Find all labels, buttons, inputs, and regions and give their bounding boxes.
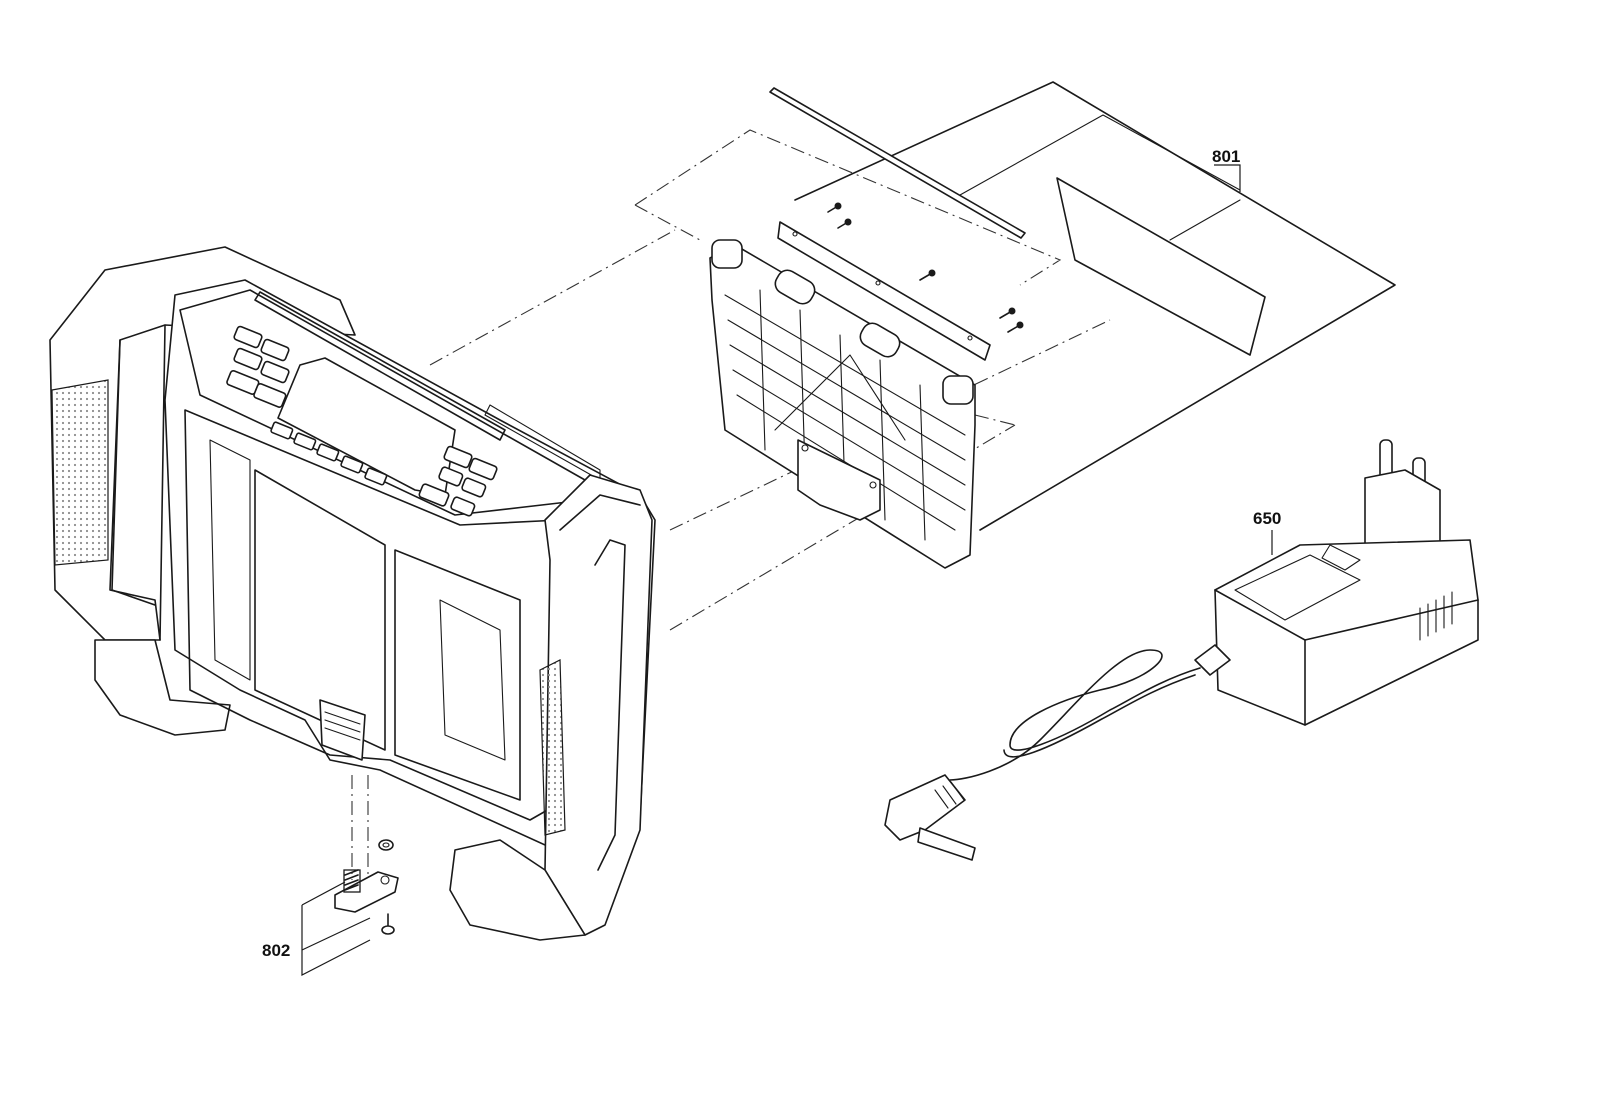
- part-650-adapter: 650: [884, 439, 1479, 861]
- part-label-802: 802: [262, 941, 290, 960]
- radio-unit: [49, 246, 656, 941]
- part-801-assembly: 801: [709, 81, 1396, 569]
- part-802-latch: 802: [262, 839, 399, 976]
- part-label-650: 650: [1253, 509, 1281, 528]
- screw-set-801: [827, 202, 1024, 333]
- part-label-801: 801: [1212, 147, 1240, 166]
